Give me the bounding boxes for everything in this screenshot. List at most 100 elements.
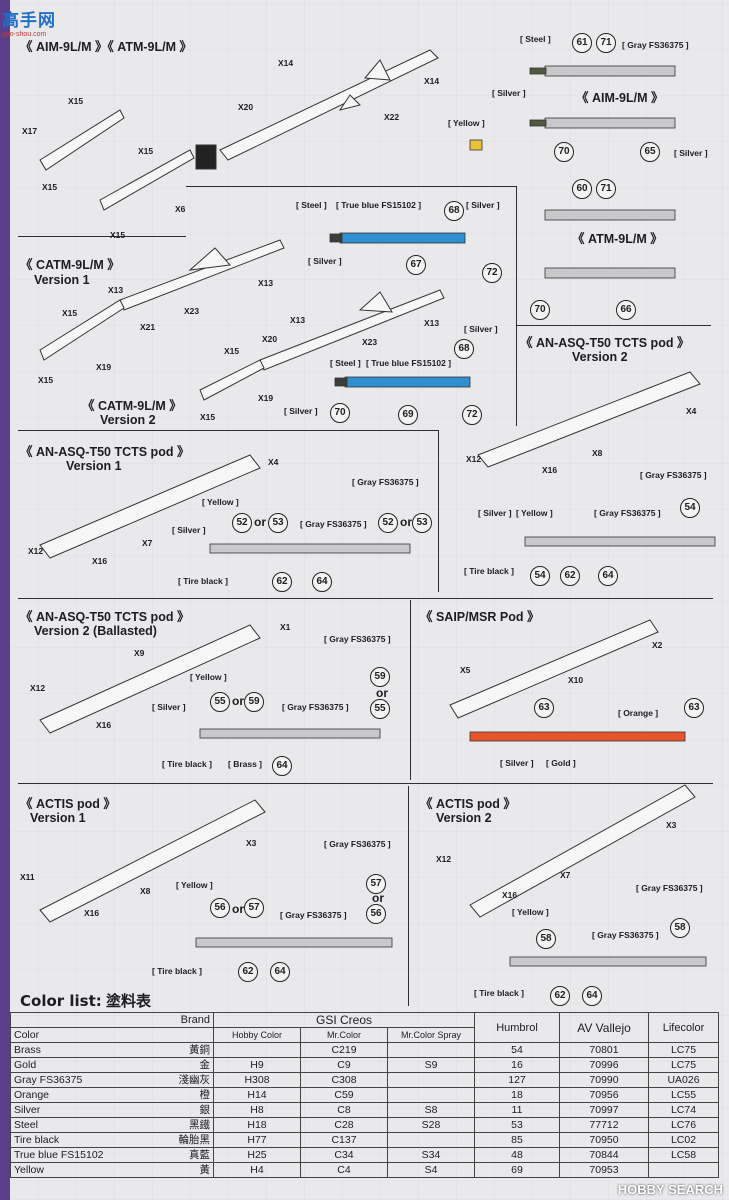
color-cell-vallejo: 70997 [559,1102,649,1118]
atm-side-a [544,209,676,221]
decal-number: 58 [670,918,690,938]
color-cell-mr: C59 [300,1087,388,1103]
catm2-blue-side [344,376,471,388]
part-label: X21 [140,322,156,332]
decal-number: 72 [482,263,502,283]
part-label: X23 [184,306,200,316]
divider [438,430,439,592]
part-label: X14 [424,76,440,86]
saip-orange-side [469,731,686,742]
color-callout: [ Silver ] [172,525,206,535]
missile-seeker-part [39,109,125,171]
part-label: X3 [246,838,257,848]
color-cell-humbrol: 53 [474,1117,560,1133]
part-label: X13 [290,315,306,325]
decal-number: 57 [366,874,386,894]
decal-number: 63 [684,698,704,718]
color-cell-mr: C28 [300,1117,388,1133]
color-cell-spray [387,1072,475,1088]
color-cell-hobby: H9 [213,1057,301,1073]
part-label: X16 [84,908,100,918]
divider [18,430,438,431]
color-callout: [ Orange ] [618,708,659,718]
decal-number: 66 [616,300,636,320]
decal-number: 64 [270,962,290,982]
section-subtitle-pod-v1: Version 1 [66,459,122,473]
color-cell-mr: C219 [300,1042,388,1058]
color-cell-life: LC55 [648,1087,719,1103]
color-cell-humbrol: 18 [474,1087,560,1103]
color-cell-humbrol: 11 [474,1102,560,1118]
or-text: or [254,515,266,529]
decal-number: 62 [272,572,292,592]
pod-v2-body [477,371,701,468]
color-callout: [ Silver ] [500,758,534,768]
color-callout: [ Yellow ] [190,672,227,682]
divider [410,600,411,780]
color-cell-mr: C34 [300,1147,388,1163]
decal-number: 59 [370,667,390,687]
actis-v2-body [469,784,696,918]
or-text: or [376,686,388,700]
decal-number: 70 [554,142,574,162]
decal-number: 62 [560,566,580,586]
decal-number: 54 [680,498,700,518]
color-cell-spray [387,1132,475,1148]
part-label: X12 [30,683,46,693]
or-text: or [232,902,244,916]
pod-v1-body [39,454,261,559]
part-label: X8 [592,448,603,458]
part-label: X13 [258,278,274,288]
color-list-title-en: Color list: [20,992,102,1010]
color-cell-humbrol: 48 [474,1147,560,1163]
section-title-catm-v2: 《 CATM-9L/M 》 [82,399,182,413]
color-name-cn: 金 [199,1059,211,1071]
or-text: or [232,694,244,708]
color-cell-spray: S4 [387,1162,475,1178]
color-name-cn: 淺幽灰 [178,1074,211,1086]
part-label: X20 [238,102,254,112]
part-label: X4 [686,406,697,416]
decal-number: 56 [366,904,386,924]
part-label: X15 [200,412,216,422]
aim-side-a [544,65,676,77]
color-cell-life [648,1162,719,1178]
part-label: X17 [22,126,38,136]
yellow-seeker [469,139,483,151]
decal-number: 69 [398,405,418,425]
color-callout: [ Gray FS36375 ] [352,477,419,487]
decal-number: 57 [244,898,264,918]
color-name: Orange [14,1089,50,1101]
color-cell-mr: C308 [300,1072,388,1088]
pod-v1-side [209,543,411,554]
color-cell-humbrol: 54 [474,1042,560,1058]
decal-number: 63 [534,698,554,718]
decal-number: 54 [530,566,550,586]
color-callout: [ Tire black ] [178,576,228,586]
color-cell-spray: S8 [387,1102,475,1118]
part-label: X8 [140,886,151,896]
color-cell-humbrol: 69 [474,1162,560,1178]
color-callout: [ Silver ] [464,324,498,334]
color-cell-spray: S9 [387,1057,475,1073]
color-name: Gold [14,1059,37,1071]
color-callout: [ Gray FS36375 ] [324,634,391,644]
color-name-cn: 真藍 [189,1149,210,1161]
color-callout: [ Silver ] [152,702,186,712]
part-label: X5 [460,665,471,675]
color-list-title-cn: 塗料表 [105,992,151,1010]
color-cell-vallejo: 70950 [559,1132,649,1148]
color-cell-life: LC74 [648,1102,719,1118]
color-cell-life: LC76 [648,1117,719,1133]
decal-number: 58 [536,929,556,949]
logo-text: 高手网 [2,11,56,31]
header-gsi: GSI Creos [213,1012,475,1028]
section-subtitle-actis-v2: Version 2 [436,811,492,825]
